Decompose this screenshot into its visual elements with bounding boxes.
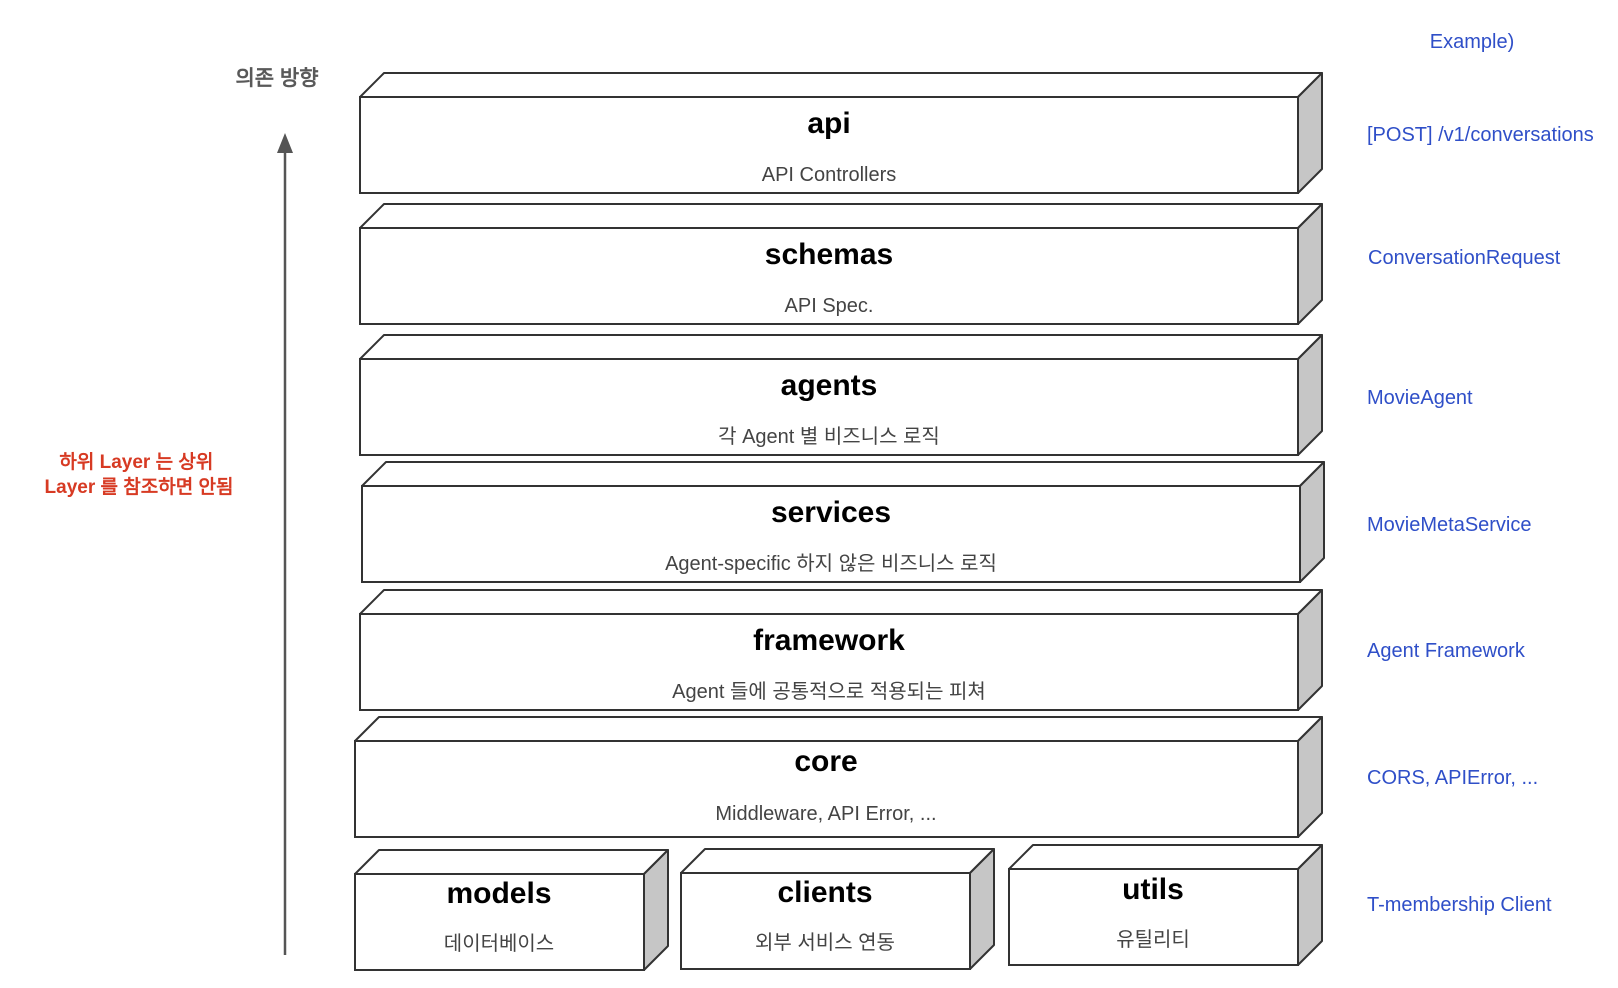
layer-api-front-face: [359, 96, 1299, 194]
layer-core-title: core: [794, 745, 857, 778]
layer-services-front-face: [361, 485, 1301, 583]
example-framework: Agent Framework: [1367, 640, 1526, 662]
module-utils-subtitle: 유틸리티: [1116, 928, 1190, 951]
layer-api: api API Controllers: [359, 72, 1323, 194]
dependency-arrow: [277, 133, 293, 955]
example-api: [POST] /v1/conversations: [1367, 124, 1594, 146]
module-clients-top-face: [680, 848, 995, 874]
layer-framework: framework Agent 들에 공통적으로 적용되는 피쳐: [359, 589, 1323, 711]
dependency-direction-label: 의존 방향: [235, 66, 318, 90]
layer-api-top-face: [359, 72, 1323, 98]
examples-column: [POST] /v1/conversations ConversationReq…: [1367, 124, 1594, 916]
layer-api-title: api: [807, 107, 850, 140]
layer-agents: agents 각 Agent 별 비즈니스 로직: [359, 334, 1323, 456]
layer-framework-title: framework: [753, 624, 905, 657]
module-clients-front-face: [680, 872, 971, 970]
layer-schemas-title: schemas: [765, 238, 893, 271]
module-models-front-face: [354, 873, 645, 971]
arrow-up-icon: [277, 133, 293, 153]
layer-core-top-face: [354, 716, 1323, 742]
module-clients-subtitle: 외부 서비스 연동: [755, 931, 895, 954]
layer-schemas: schemas API Spec.: [359, 203, 1323, 325]
examples-header: Example): [1430, 31, 1514, 53]
layer-framework-top-face: [359, 589, 1323, 615]
layer-rule-note: 하위 Layer 는 상위 Layer 를 참조하면 안됨: [45, 451, 234, 498]
layer-schemas-top-face: [359, 203, 1323, 229]
layer-core-subtitle: Middleware, API Error, ...: [715, 803, 936, 825]
module-utils: utils 유틸리티: [1008, 844, 1323, 966]
example-agents: MovieAgent: [1367, 387, 1473, 409]
module-models-title: models: [446, 877, 551, 910]
layer-core-front-face: [354, 740, 1299, 838]
module-utils-front-face: [1008, 868, 1299, 966]
module-clients: clients 외부 서비스 연동: [680, 848, 995, 970]
module-models: models 데이터베이스: [354, 849, 669, 971]
layer-rule-note-line-2: Layer 를 참조하면 안됨: [45, 476, 234, 498]
module-clients-title: clients: [777, 876, 872, 909]
layer-core: core Middleware, API Error, ...: [354, 716, 1323, 838]
module-models-top-face: [354, 849, 669, 875]
layer-api-subtitle: API Controllers: [762, 164, 897, 186]
layer-rule-note-line-1: 하위 Layer 는 상위: [59, 451, 213, 473]
layer-agents-front-face: [359, 358, 1299, 456]
layer-services-top-face: [361, 461, 1325, 487]
layer-schemas-front-face: [359, 227, 1299, 325]
layer-services-subtitle: Agent-specific 하지 않은 비즈니스 로직: [665, 552, 997, 575]
module-models-subtitle: 데이터베이스: [444, 932, 554, 955]
layer-framework-front-face: [359, 613, 1299, 711]
example-schemas: ConversationRequest: [1368, 247, 1561, 269]
layer-schemas-subtitle: API Spec.: [785, 295, 874, 317]
layer-agents-subtitle: 각 Agent 별 비즈니스 로직: [718, 425, 940, 448]
example-bottom-layer: T-membership Client: [1367, 894, 1552, 916]
layer-framework-subtitle: Agent 들에 공통적으로 적용되는 피쳐: [672, 680, 986, 703]
layer-services-title: services: [771, 496, 891, 529]
layer-agents-top-face: [359, 334, 1323, 360]
layer-services: services Agent-specific 하지 않은 비즈니스 로직: [361, 461, 1325, 583]
module-utils-top-face: [1008, 844, 1323, 870]
example-core: CORS, APIError, ...: [1367, 767, 1538, 789]
layer-agents-title: agents: [781, 369, 878, 402]
example-services: MovieMetaService: [1367, 514, 1532, 536]
module-utils-title: utils: [1122, 873, 1184, 906]
